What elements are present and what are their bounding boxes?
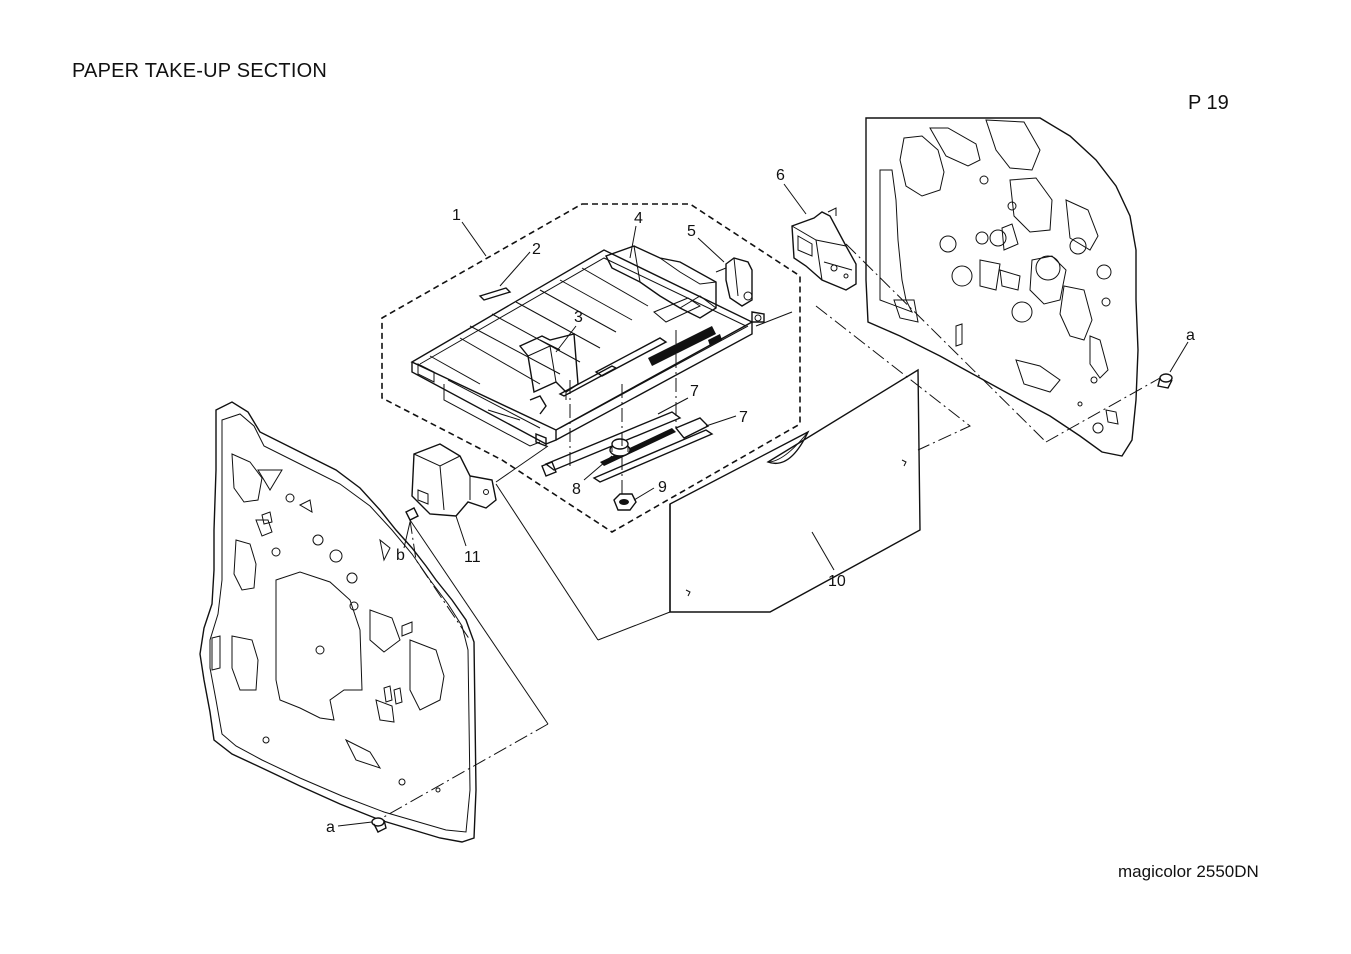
screw-left xyxy=(371,817,387,833)
leader-lines xyxy=(337,183,1189,827)
page-title: PAPER TAKE-UP SECTION xyxy=(72,60,328,82)
callout-1: 1 xyxy=(452,207,461,224)
ref-b: b xyxy=(396,547,405,564)
part-4-end-guide xyxy=(605,245,717,323)
callout-2: 2 xyxy=(532,241,541,258)
ref-a-right: a xyxy=(1186,327,1195,344)
assembly-lines xyxy=(381,243,1161,819)
part-11-bracket xyxy=(411,443,497,517)
part-5-lever xyxy=(715,257,753,307)
part-9-gear xyxy=(613,493,637,511)
callout-7b: 7 xyxy=(739,409,748,426)
callout-5: 5 xyxy=(687,223,696,240)
screw-right xyxy=(1157,373,1173,389)
model-name: magicolor 2550DN xyxy=(1118,862,1259,881)
page-number: P 19 xyxy=(1188,92,1229,114)
left-frame xyxy=(199,401,477,843)
callout-4: 4 xyxy=(634,210,643,227)
callout-6: 6 xyxy=(776,167,785,184)
ref-a-left: a xyxy=(326,819,335,836)
part-10-plate xyxy=(669,368,921,613)
callout-7a: 7 xyxy=(690,383,699,400)
part-3-side-guide xyxy=(518,333,579,400)
assembly-boundary xyxy=(381,203,801,533)
callout-9: 9 xyxy=(658,479,667,496)
part-6-bracket xyxy=(791,207,857,291)
clip-b xyxy=(405,507,419,521)
callout-3: 3 xyxy=(574,309,583,326)
callout-10: 10 xyxy=(828,573,846,590)
callout-11: 11 xyxy=(464,549,481,566)
paper-tray-assembly xyxy=(410,249,765,448)
callout-8: 8 xyxy=(572,481,581,498)
part-8-gear xyxy=(609,438,631,457)
right-frame xyxy=(865,117,1139,457)
part-2-pad xyxy=(478,287,512,301)
